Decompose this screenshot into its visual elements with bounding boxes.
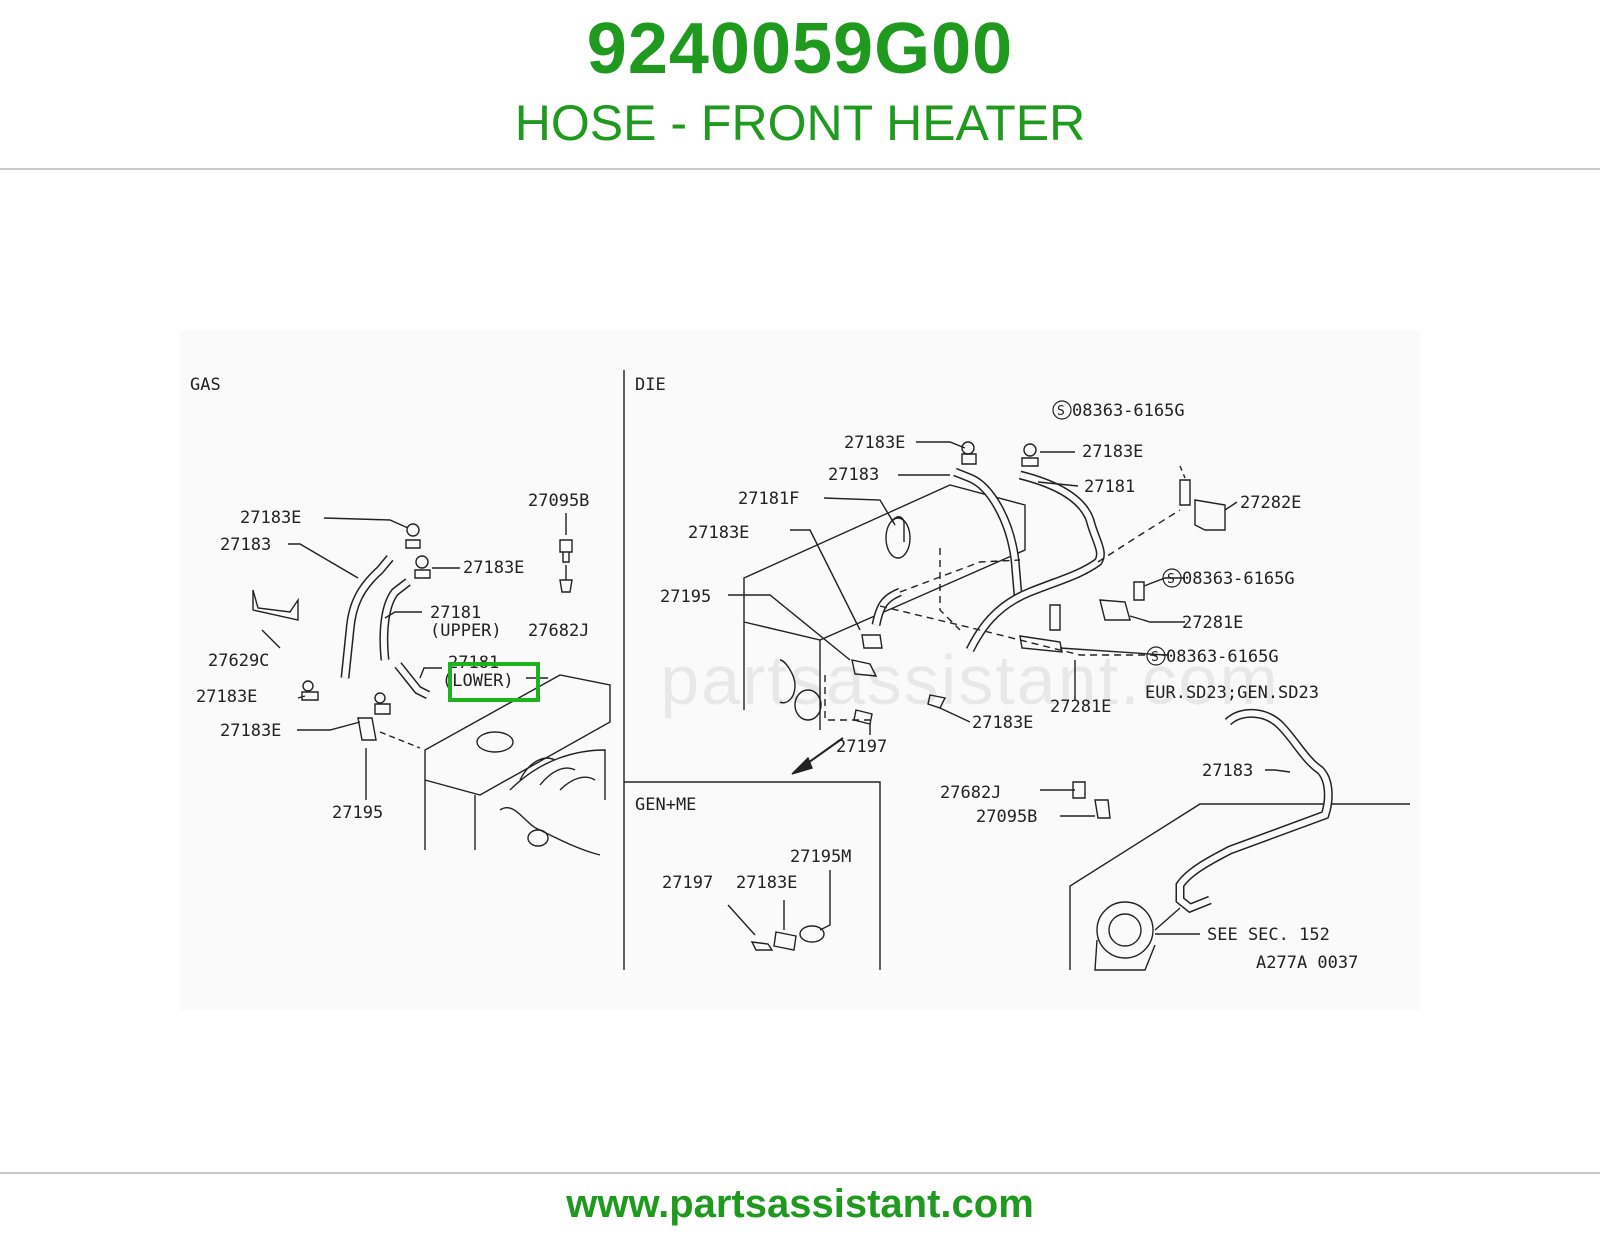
callout-die-27183e-b: 27183E <box>688 523 749 543</box>
section-gas-label: GAS <box>190 375 221 395</box>
callout-gas-27183: 27183 <box>220 535 271 555</box>
callout-die-27281e-a: 27281E <box>1182 613 1243 633</box>
s-marker-icon <box>1146 646 1166 666</box>
part-name-subtitle: HOSE - FRONT HEATER <box>514 95 1086 151</box>
gen-cap-27195m <box>799 925 825 943</box>
callout-die-27183e-c: 27183E <box>1082 442 1143 462</box>
highlighted-part-box[interactable] <box>448 662 540 702</box>
gas-fitting-27195 <box>357 717 377 741</box>
callout-gen-27195m: 27195M <box>790 847 851 867</box>
callout-gas-27183e-d: 27183E <box>220 721 281 741</box>
callout-gas-27181-upper: 27181 <box>430 603 481 623</box>
svg-text:S: S <box>1057 404 1065 419</box>
callout-gas-lower: (LOWER) <box>442 671 514 691</box>
section-eur-label: EUR.SD23;GEN.SD23 <box>1145 683 1319 703</box>
callout-die-27181: 27181 <box>1084 477 1135 497</box>
callout-die-27282e: 27282E <box>1240 493 1301 513</box>
s-marker-icon <box>1052 400 1072 420</box>
section-gen-me-label: GEN+ME <box>635 795 696 815</box>
callout-die-08363-b: 08363-6165G <box>1182 569 1295 589</box>
bracket-27282e <box>1194 499 1226 531</box>
callout-die-27682j: 27682J <box>940 783 1001 803</box>
callout-die-27197: 27197 <box>836 737 887 757</box>
parts-diagram: GAS DIE GEN+ME EUR.SD23;GEN.SD23 27183E … <box>180 330 1420 1010</box>
footer-divider <box>0 1172 1600 1174</box>
callout-die-27195: 27195 <box>660 587 711 607</box>
bolt-27095b <box>559 539 573 563</box>
part-number-title: 9240059G00 <box>586 9 1014 89</box>
callout-die-08363-a: 08363-6165G <box>1072 401 1185 421</box>
callout-gen-27197: 27197 <box>662 873 713 893</box>
s-marker-icon <box>1162 568 1182 588</box>
page-header: 9240059G00 HOSE - FRONT HEATER <box>0 0 1600 170</box>
gen-clamp-27183e <box>773 931 797 951</box>
callout-eur-27183: 27183 <box>1202 761 1253 781</box>
die-fitting-27195 <box>851 659 878 677</box>
plug-27682j <box>559 579 573 593</box>
eur-vacuum-pump <box>1096 901 1154 959</box>
callout-gas-27095b: 27095B <box>528 491 589 511</box>
gen-fitting-27197 <box>750 941 774 951</box>
parts-diagram-svg: GAS DIE GEN+ME EUR.SD23;GEN.SD23 27183E … <box>190 370 1410 973</box>
eur-hose-27183 <box>1175 708 1333 914</box>
clip-27629c <box>252 589 299 621</box>
eur-box <box>1069 803 1410 970</box>
header-divider <box>0 168 1600 170</box>
callout-gas-27183e-b: 27183E <box>463 558 524 578</box>
callout-die-27183e-d: 27183E <box>972 713 1033 733</box>
gen-me-box <box>624 781 881 970</box>
callout-die-27281e-b: 27281E <box>1050 697 1111 717</box>
svg-text:S: S <box>1151 650 1159 665</box>
callout-gen-27183e: 27183E <box>736 873 797 893</box>
figure-code: A277A 0037 <box>1256 953 1358 973</box>
callout-gas-27195: 27195 <box>332 803 383 823</box>
svg-text:S: S <box>1167 572 1175 587</box>
callout-die-27181f: 27181F <box>738 489 799 509</box>
callout-die-08363-c: 08363-6165G <box>1166 647 1279 667</box>
callout-see-sec: SEE SEC. 152 <box>1207 925 1330 945</box>
callout-die-27183e-a: 27183E <box>844 433 905 453</box>
callout-gas-27629c: 27629C <box>208 651 269 671</box>
callout-die-27095b: 27095B <box>976 807 1037 827</box>
callout-gas-27183e-c: 27183E <box>196 687 257 707</box>
bracket-27281e-a <box>1099 599 1131 621</box>
footer-website-link[interactable]: www.partsassistant.com <box>566 1182 1034 1226</box>
callout-gas-27183e-a: 27183E <box>240 508 301 528</box>
callout-gas-upper: (UPPER) <box>430 621 502 641</box>
callout-die-27183: 27183 <box>828 465 879 485</box>
section-die-label: DIE <box>635 375 666 395</box>
clamp-27181f <box>885 517 911 559</box>
bracket-27281e-b <box>1019 635 1063 653</box>
watermark-text: partsassistant.com <box>660 641 1280 719</box>
oil-cap <box>476 731 514 753</box>
callout-gas-27682j: 27682J <box>528 621 589 641</box>
